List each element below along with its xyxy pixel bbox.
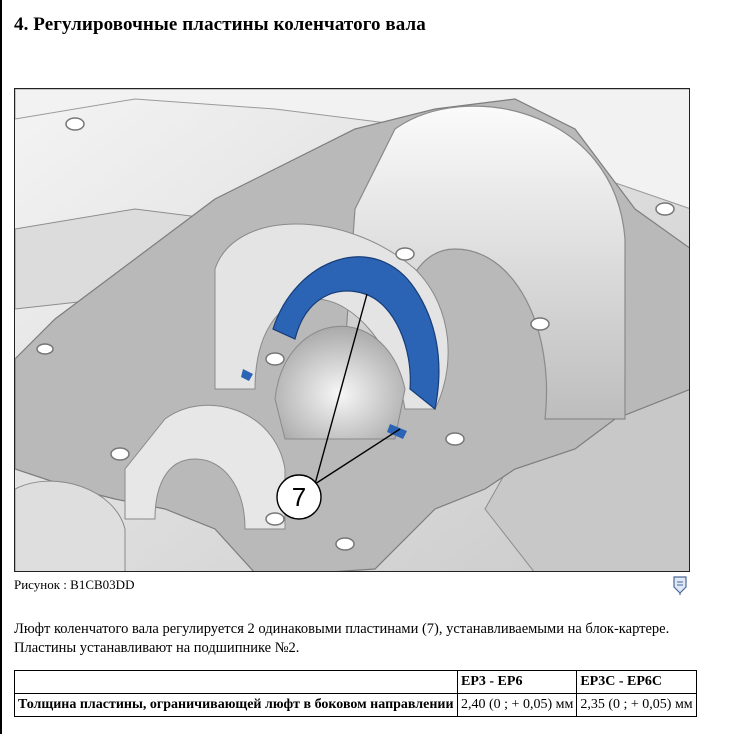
leader-line-upper (314, 293, 368, 485)
crankshaft-bore (274, 325, 406, 440)
spec-value-ep3c-ep6c: 2,35 (0 ; + 0,05) мм (576, 693, 697, 717)
description-line-2: Пластины устанавливают на подшипнике №2. (14, 640, 300, 656)
lower-bearing-cap-left (124, 404, 286, 530)
spec-table: EP3 - EP6 EP3C - EP6C Толщина пластины, … (14, 670, 697, 717)
spec-table-row: Толщина пластины, ограничивающей люфт в … (14, 693, 697, 717)
figure-link-icon[interactable] (672, 576, 688, 596)
spec-header-ep3c-ep6c: EP3C - EP6C (576, 670, 697, 694)
callout-circle (276, 474, 322, 520)
spec-header-ep3-ep6: EP3 - EP6 (456, 670, 578, 694)
description-text: Люфт коленчатого вала регулируется 2 оди… (14, 620, 714, 658)
lower-bearing-cap-edge (15, 480, 126, 571)
engine-block-illustration: 7 (14, 88, 690, 572)
spec-table-corner-cell (14, 670, 458, 694)
page-left-rule (0, 0, 2, 734)
spec-table-header-row: EP3 - EP6 EP3C - EP6C (14, 670, 697, 694)
callout-label: 7 (292, 482, 306, 512)
figure-caption: Рисунок : B1CB03DD (14, 577, 135, 592)
description-line-1: Люфт коленчатого вала регулируется 2 оди… (14, 621, 670, 637)
thrust-plate-tab-left (241, 369, 253, 381)
spec-row-label: Толщина пластины, ограничивающей люфт в … (14, 693, 458, 717)
leader-line-lower (314, 428, 401, 485)
bolt-holes (36, 117, 675, 551)
section-title: 4. Регулировочные пластины коленчатого в… (14, 14, 426, 35)
spec-value-ep3-ep6: 2,40 (0 ; + 0,05) мм (456, 693, 578, 717)
engine-block-drawing: 7 (15, 89, 689, 571)
thrust-plate-upper (272, 256, 440, 411)
